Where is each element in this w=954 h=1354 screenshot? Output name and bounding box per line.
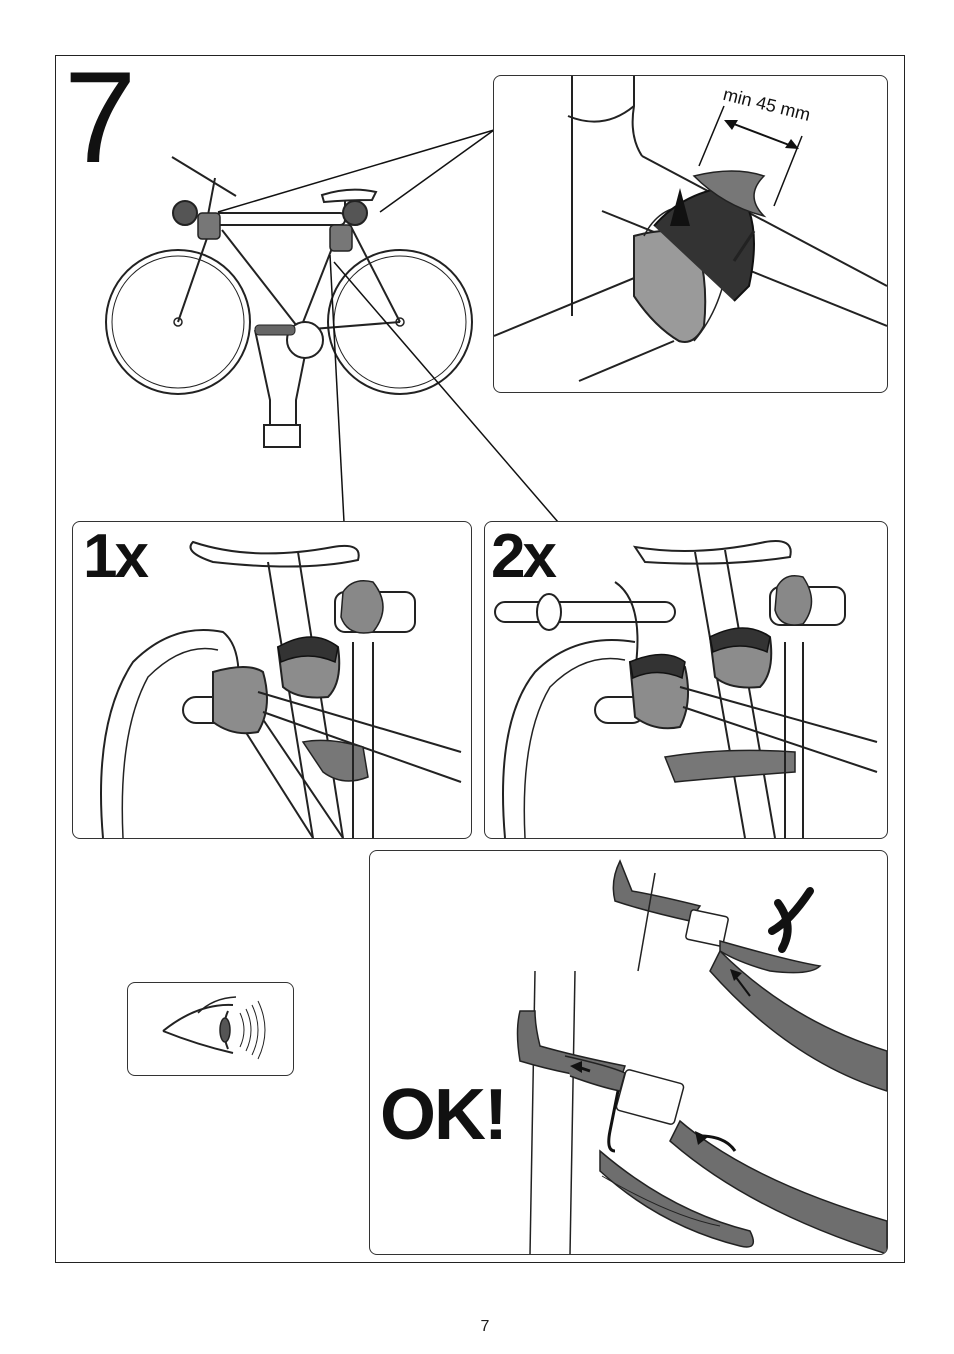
- wrong-cross-icon: [772, 891, 810, 949]
- mount-count-badge-1x: 1x: [83, 526, 146, 588]
- eye-inspect-icon: [128, 983, 293, 1075]
- step-number: 7: [64, 52, 136, 182]
- panel-2x: 2x: [484, 521, 888, 839]
- panel-1x: 1x: [72, 521, 472, 839]
- strap-buckle-panel: OK!: [369, 850, 888, 1255]
- strap-buckle-illustration: [370, 851, 887, 1254]
- correct-label: OK!: [380, 1079, 506, 1151]
- page-number: 7: [470, 1318, 500, 1336]
- detail-panel-strap: min 45 mm: [493, 75, 888, 393]
- cradle-detail-illustration: [494, 76, 887, 392]
- mount-count-badge-2x: 2x: [491, 526, 554, 588]
- inspect-panel: [127, 982, 294, 1076]
